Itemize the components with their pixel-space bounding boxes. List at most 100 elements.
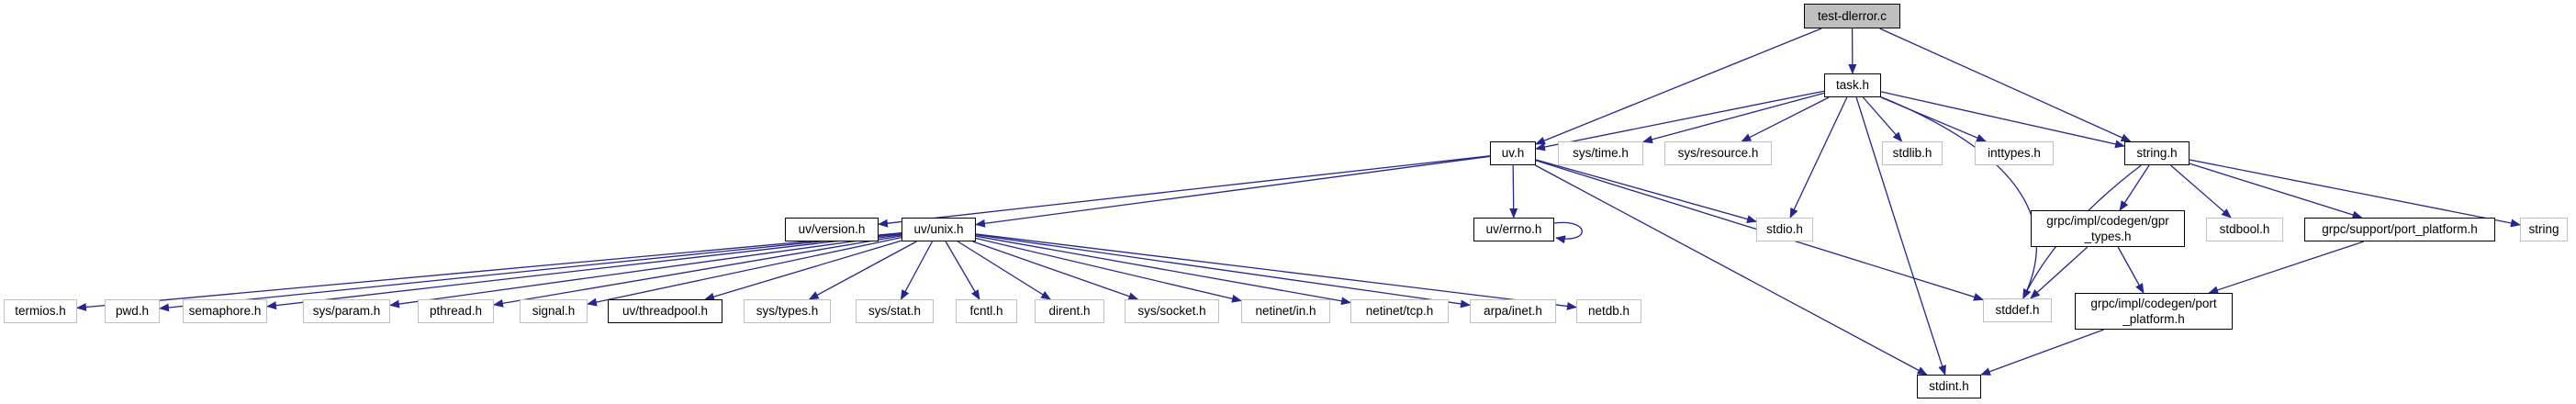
graph-node-label: arpa/inet.h [1484,304,1542,319]
graph-node-sys-socket-h: sys/socket.h [1125,299,1219,323]
graph-node-string-std-h[interactable]: string.h [2124,141,2190,165]
graph-node-stddef-h: stddef.h [1983,298,2052,322]
graph-node-label: uv/errno.h [1485,222,1542,237]
graph-node-label: stdbool.h [2219,222,2270,237]
edge-string_std_h-to-gpr_types_h [2119,164,2150,211]
edge-task_h-to-string_std_h [1880,91,2125,149]
edge-uv_unix_h-to-netdb_h [975,233,1577,310]
graph-node-label: inttypes.h [1988,146,2041,161]
edge-string_std_h-to-grpc_support_port_platform_h [2189,163,2363,219]
graph-node-label: fcntl.h [969,304,1003,319]
edge-uv_unix_h-to-netinet_in_h [975,237,1242,303]
edge-uv_h-to-uv_errno_h [1509,164,1518,219]
graph-node-label: test-dlerror.c [1817,8,1887,23]
graph-node-label: uv/unix.h [913,222,964,237]
graph-node-sys-time-h: sys/time.h [1558,141,1643,165]
graph-node-label: string [2528,222,2559,237]
graph-node-pthread-h: pthread.h [418,299,494,323]
edge-gpr_types_h-to-grpc_impl_codegen_port_platform_h [2117,246,2145,294]
edge-uv_h-to-stdint_h [1535,164,1928,376]
edge-uv_errno_h-to-uv_errno_h [1553,221,1583,244]
graph-node-stdbool-h: stdbool.h [2206,218,2283,241]
graph-node-termios-h: termios.h [4,299,77,323]
graph-node-label: signal.h [532,304,576,319]
graph-node-label: dirent.h [1048,304,1091,319]
graph-node-task-h[interactable]: task.h [1824,73,1881,97]
graph-node-label: semaphore.h [188,304,262,319]
graph-node-label: pthread.h [429,304,483,319]
graph-node-label: sys/types.h [756,304,819,319]
edge-uv_h-to-stdio_h [1535,159,1757,223]
graph-node-test-dlerror-c[interactable]: test-dlerror.c [1804,4,1900,28]
graph-node-label: sys/socket.h [1137,304,1206,319]
graph-node-uv-threadpool-h[interactable]: uv/threadpool.h [608,299,722,323]
graph-node-arpa-inet-h: arpa/inet.h [1470,299,1556,323]
graph-node-label: grpc/impl/codegen/port_platform.h [2090,296,2217,326]
graph-node-uv-unix-h[interactable]: uv/unix.h [902,218,976,241]
edge-uv_unix_h-to-pthread_h [493,235,902,308]
graph-node-sys-param-h: sys/param.h [303,299,390,323]
edge-task_h-to-sys_resource_h [1741,96,1830,142]
graph-node-uv-h[interactable]: uv.h [1490,141,1536,165]
edge-uv_unix_h-to-semaphore_h [266,232,902,310]
graph-node-uv-version-h[interactable]: uv/version.h [785,218,879,241]
edge-test_dlerror_c-to-string_std_h [1879,28,2132,142]
edge-uv_unix_h-to-sys_types_h [808,241,917,300]
graph-node-netinet-tcp-h: netinet/tcp.h [1350,299,1449,323]
edge-uv_unix_h-to-sys_param_h [389,233,902,309]
graph-node-label: grpc/impl/codegen/gpr_types.h [2046,213,2169,243]
edge-uv_unix_h-to-fcntl_h [945,241,980,300]
graph-node-string-cpp: string [2520,218,2568,241]
edge-test_dlerror_c-to-uv_h [1535,28,1822,145]
edge-uv_unix_h-to-arpa_inet_h [975,234,1471,309]
graph-node-netdb-h: netdb.h [1576,299,1641,323]
graph-node-label: stdio.h [1766,222,1803,237]
edge-grpc_support_port_platform_h-to-grpc_impl_codegen_port_platform_h [2208,241,2365,295]
graph-node-label: uv/threadpool.h [622,304,709,319]
edge-task_h-to-stdio_h [1789,96,1848,219]
graph-node-semaphore-h: semaphore.h [183,299,267,323]
graph-node-label: task.h [1835,78,1870,93]
edge-task_h-to-sys_time_h [1642,92,1825,144]
graph-node-label: stddef.h [1995,303,2040,318]
edge-uv_unix_h-to-dirent_h [957,241,1052,300]
graph-node-label: sys/resource.h [1677,146,1759,161]
edge-task_h-to-uv_h [1535,90,1825,152]
graph-node-label: netdb.h [1587,304,1630,319]
graph-node-label: termios.h [15,304,66,319]
graph-node-sys-resource-h: sys/resource.h [1664,141,1772,165]
edge-uv_h-to-uv_version_h [878,155,1491,228]
edge-uv_h-to-uv_unix_h [975,155,1491,228]
graph-node-label: stdint.h [1929,379,1969,394]
graph-node-grpc-support-port-platform-h[interactable]: grpc/support/port_platform.h [2304,218,2495,241]
edge-task_h-to-stdlib_h [1862,96,1903,142]
graph-node-gpr-types-h[interactable]: grpc/impl/codegen/gpr_types.h [2031,210,2185,247]
graph-node-label: pwd.h [115,304,150,319]
graph-node-signal-h: signal.h [520,299,588,323]
edge-uv_unix_h-to-uv_threadpool_h [704,240,902,301]
graph-node-stdio-h: stdio.h [1756,218,1813,241]
graph-node-grpc-impl-codegen-port-platform-h[interactable]: grpc/impl/codegen/port_platform.h [2075,293,2233,330]
graph-node-uv-errno-h[interactable]: uv/errno.h [1473,218,1554,241]
graph-node-label: grpc/support/port_platform.h [2322,222,2478,237]
edge-task_h-to-stddef_h [1880,96,2037,299]
edge-uv_unix_h-to-netinet_tcp_h [975,235,1351,306]
graph-node-label: uv.h [1501,146,1525,161]
graph-node-label: netinet/in.h [1255,304,1316,319]
graph-node-label: sys/time.h [1573,146,1629,161]
graph-node-label: string.h [2136,146,2178,161]
graph-node-fcntl-h: fcntl.h [956,299,1017,323]
graph-node-inttypes-h: inttypes.h [1975,141,2054,165]
edge-uv_unix_h-to-termios_h [76,232,902,311]
edge-grpc_impl_codegen_port_platform_h-to-stdint_h [1980,329,2104,376]
edge-uv_unix_h-to-pwd_h [159,232,902,312]
graph-node-stdint-h[interactable]: stdint.h [1917,375,1981,398]
graph-node-label: sys/stat.h [868,304,922,319]
graph-node-stdlib-h: stdlib.h [1882,141,1943,165]
edge-gpr_types_h-to-stddef_h [2030,246,2089,299]
graph-node-label: netinet/tcp.h [1365,304,1434,319]
graph-node-pwd-h: pwd.h [105,299,160,323]
edge-task_h-to-stdint_h [1855,96,1946,376]
